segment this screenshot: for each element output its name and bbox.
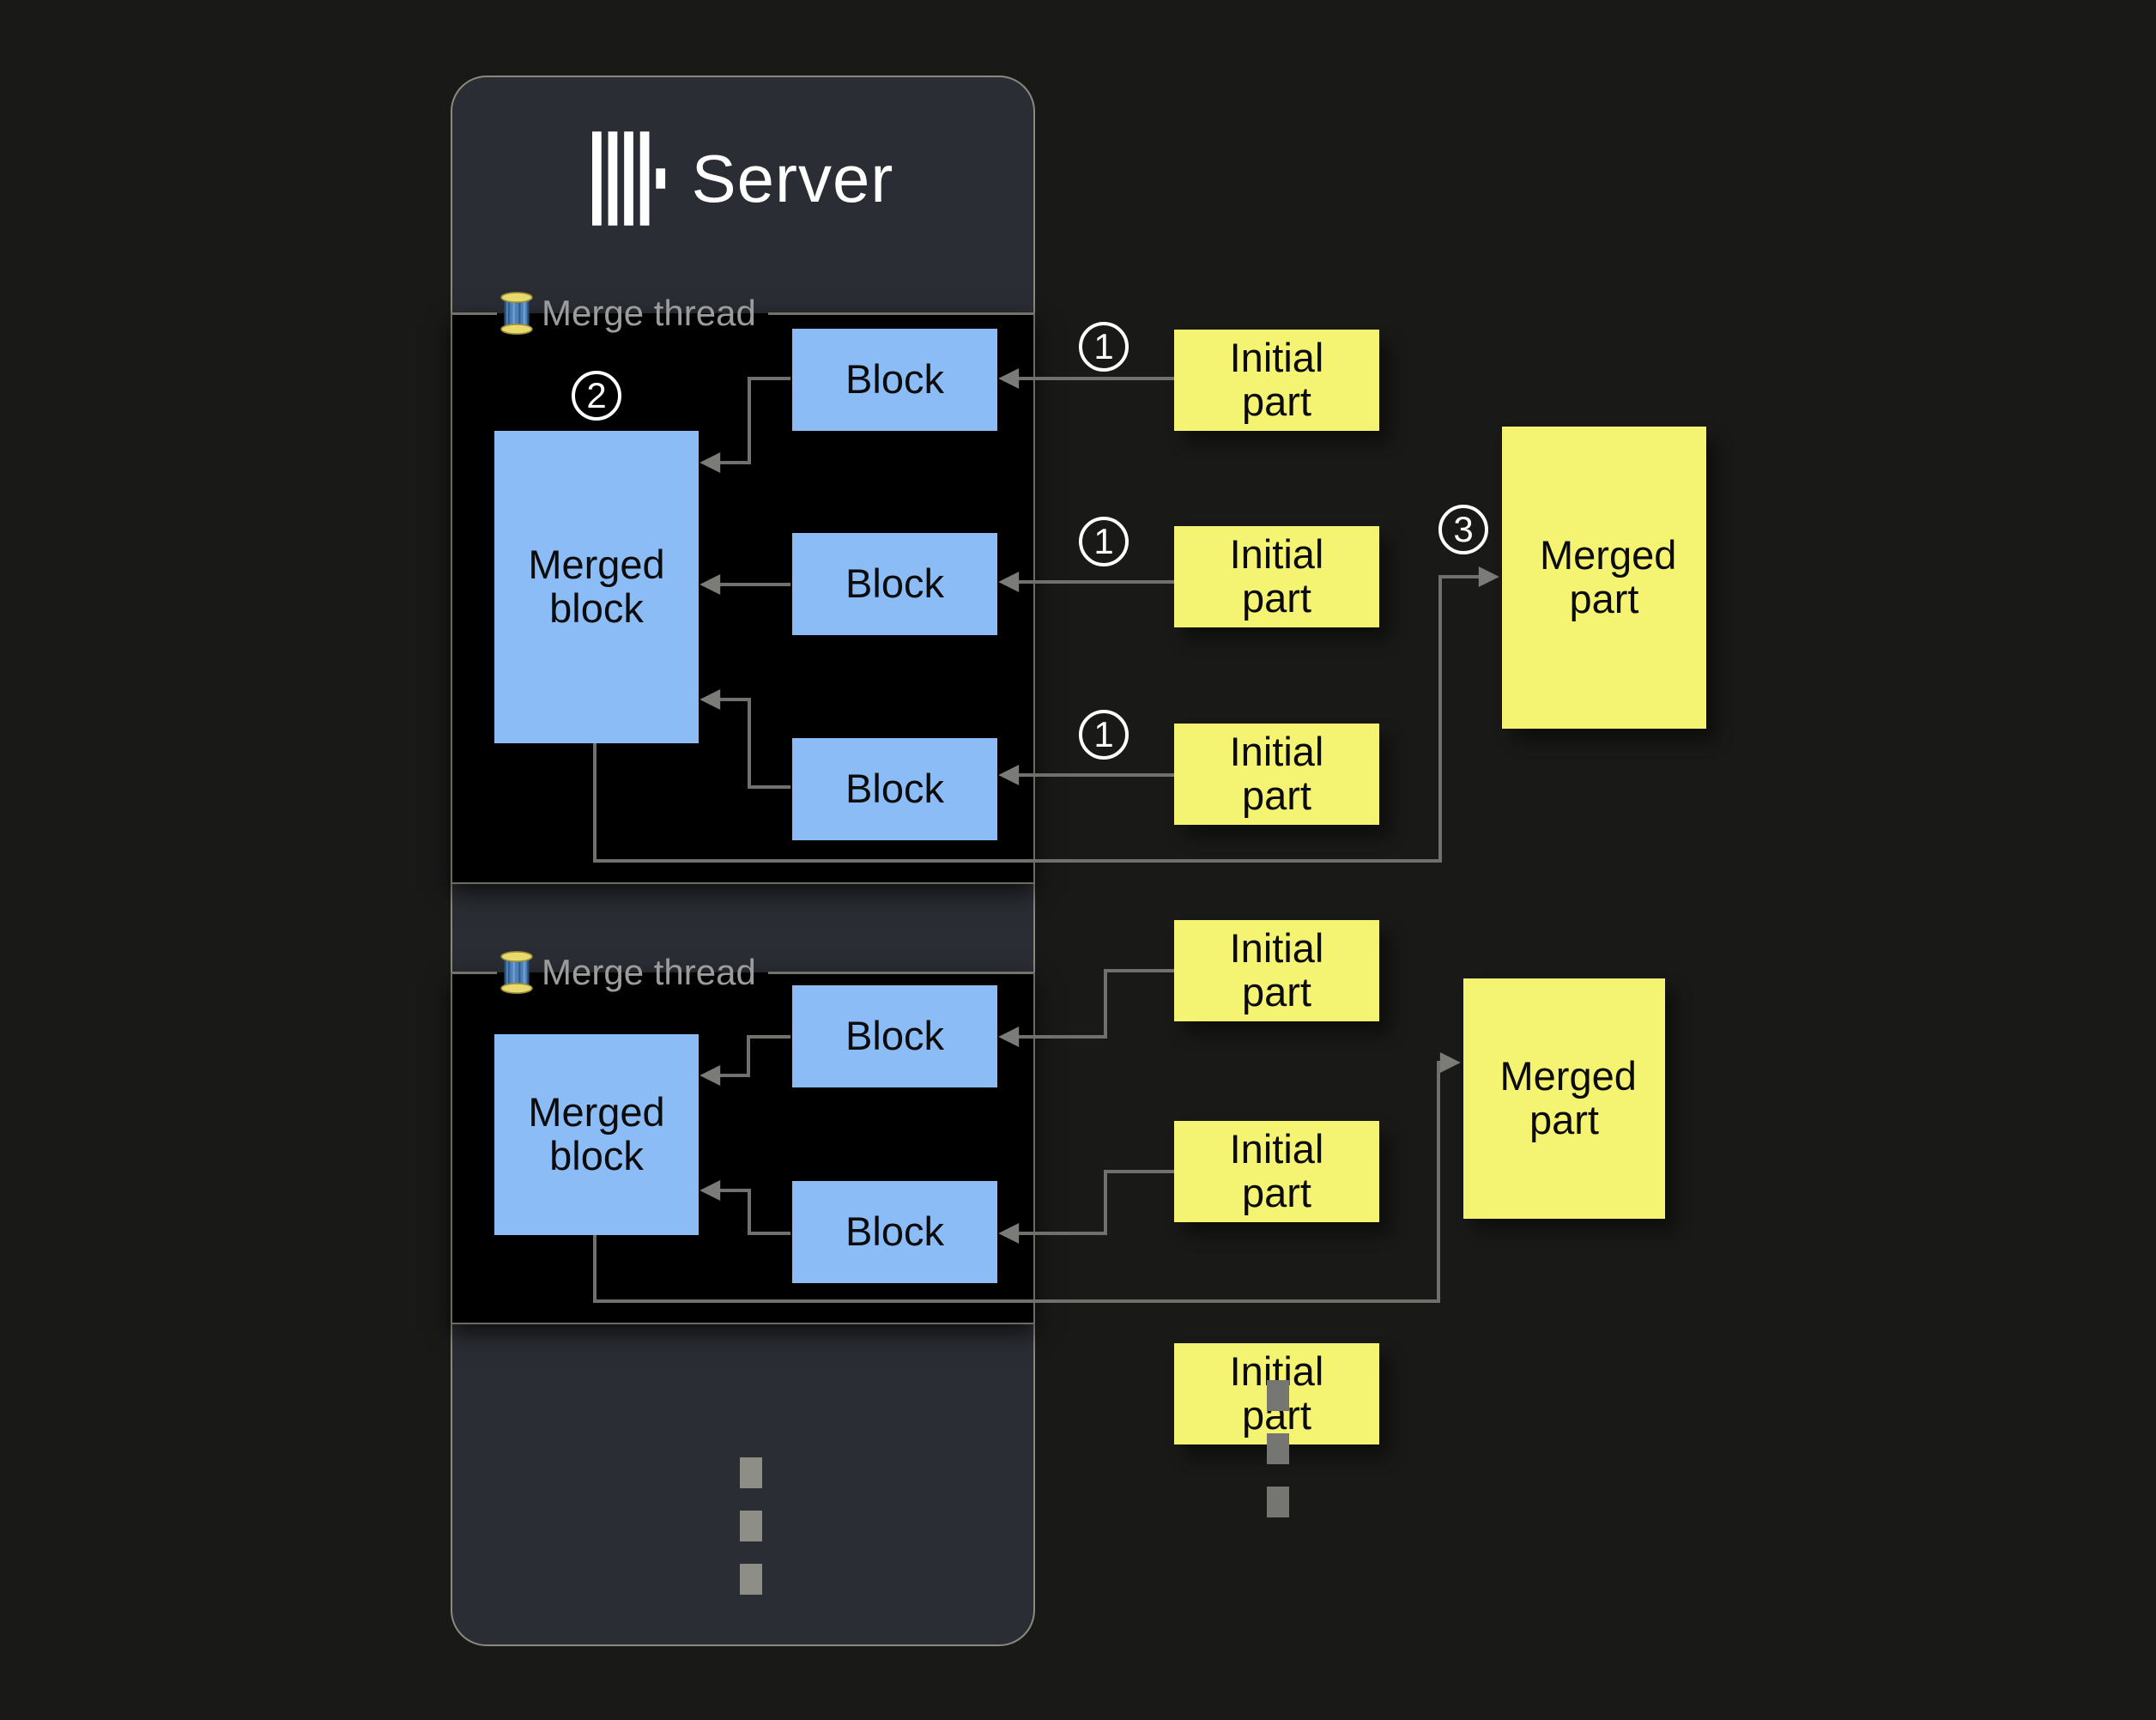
- divider: [767, 971, 1033, 974]
- initial-part: Initial part: [1174, 330, 1379, 431]
- divider: [767, 312, 1033, 315]
- block: Block: [792, 738, 997, 840]
- block: Block: [792, 329, 997, 431]
- step-3-badge: 3: [1438, 505, 1488, 554]
- thread-spool-icon: [500, 292, 533, 335]
- step-2-badge: 2: [572, 371, 621, 421]
- initial-part: Initial part: [1174, 1121, 1379, 1222]
- server-header: Server: [452, 130, 1033, 227]
- merge-thread-label: Merge thread: [542, 952, 756, 992]
- thread-spool-icon: [500, 951, 533, 994]
- block: Block: [792, 1181, 997, 1283]
- clickhouse-logo-icon: [591, 131, 665, 226]
- merged-part: Merged part: [1502, 427, 1706, 729]
- merged-part: Merged part: [1463, 978, 1665, 1219]
- merged-block: Merged block: [494, 1034, 699, 1235]
- block: Block: [792, 533, 997, 635]
- ellipsis-dot: [740, 1564, 762, 1595]
- ellipsis-dot: [1267, 1433, 1289, 1464]
- server-title: Server: [691, 140, 894, 216]
- ellipsis-dot: [740, 1457, 762, 1488]
- block: Block: [792, 985, 997, 1087]
- initial-part: Initial part: [1174, 724, 1379, 825]
- server-panel: Server Merge thread 2 Merg: [451, 76, 1035, 1646]
- step-1-badge: 1: [1079, 322, 1129, 372]
- step-1-badge: 1: [1079, 710, 1129, 760]
- merge-thread-panel-2: Merge thread Merged block Block Block: [451, 951, 1035, 1324]
- merge-thread-panel-1: Merge thread 2 Merged block Block Block …: [451, 292, 1035, 884]
- initial-part: Initial part: [1174, 526, 1379, 627]
- divider: [452, 971, 497, 974]
- ellipsis-dot: [1267, 1487, 1289, 1517]
- ellipsis-dot: [1267, 1380, 1289, 1411]
- initial-part: Initial part: [1174, 920, 1379, 1021]
- merge-thread-label: Merge thread: [542, 293, 756, 333]
- ellipsis-dot: [740, 1511, 762, 1541]
- merge-thread-2-header: Merge thread: [452, 950, 1033, 995]
- divider: [452, 312, 497, 315]
- merged-block: Merged block: [494, 431, 699, 743]
- merge-thread-1-header: Merge thread: [452, 291, 1033, 336]
- step-1-badge: 1: [1079, 517, 1129, 566]
